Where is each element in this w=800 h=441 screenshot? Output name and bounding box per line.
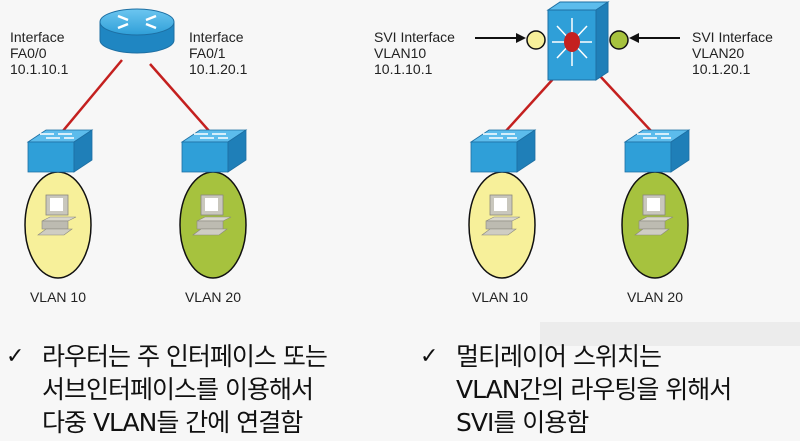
svg-text:FA0/0: FA0/0	[10, 45, 47, 61]
background-shade	[540, 322, 800, 346]
bullet-line: 다중 VLAN들 간에 연결함	[42, 408, 303, 437]
check-icon: ✓	[420, 344, 438, 369]
svg-text:Interface: Interface	[189, 29, 244, 45]
svg-text:Interface: Interface	[10, 29, 65, 45]
switch-icon	[181, 129, 247, 173]
svg-text:FA0/1: FA0/1	[189, 45, 226, 61]
multilayer-switch-icon	[546, 1, 610, 81]
check-icon: ✓	[6, 344, 24, 369]
svg-text:10.1.20.1: 10.1.20.1	[692, 61, 751, 77]
router-icon	[99, 8, 175, 54]
bullet-line: 멀티레이어 스위치는	[456, 342, 662, 371]
svg-text:VLAN20: VLAN20	[692, 45, 744, 61]
bullet-line: 서브인터페이스를 이용해서	[42, 375, 314, 404]
arrow-icon	[475, 33, 526, 43]
arrow-icon	[629, 33, 680, 43]
vlan-label: VLAN 10	[30, 289, 86, 305]
svi-right-label: SVI Interface VLAN20 10.1.20.1	[692, 29, 773, 77]
svi-left-label: SVI Interface VLAN10 10.1.10.1	[374, 29, 455, 77]
svg-text:10.1.10.1: 10.1.10.1	[10, 61, 69, 77]
vlan-label: VLAN 20	[185, 289, 241, 305]
router-interface-right-label: Interface FA0/1 10.1.20.1	[189, 29, 248, 77]
network-diagram: Interface FA0/0 10.1.10.1 Interface FA0/…	[10, 1, 773, 305]
svg-text:SVI Interface: SVI Interface	[692, 29, 773, 45]
bullet-line: VLAN간의 라우팅을 위해서	[456, 375, 732, 404]
switch-icon	[470, 129, 536, 173]
svi-vlan10-marker	[526, 30, 546, 50]
svg-text:SVI Interface: SVI Interface	[374, 29, 455, 45]
switch-icon	[624, 129, 690, 173]
vlan-label: VLAN 10	[472, 289, 528, 305]
svg-text:10.1.10.1: 10.1.10.1	[374, 61, 433, 77]
switch-icon	[27, 129, 93, 173]
router-interface-left-label: Interface FA0/0 10.1.10.1	[10, 29, 69, 77]
svg-text:VLAN10: VLAN10	[374, 45, 426, 61]
bullet-line: 라우터는 주 인터페이스 또는	[42, 342, 328, 371]
svi-vlan20-marker	[609, 30, 629, 50]
bullet-line: SVI를 이용함	[456, 408, 589, 437]
svg-text:10.1.20.1: 10.1.20.1	[189, 61, 248, 77]
vlan-label: VLAN 20	[627, 289, 683, 305]
